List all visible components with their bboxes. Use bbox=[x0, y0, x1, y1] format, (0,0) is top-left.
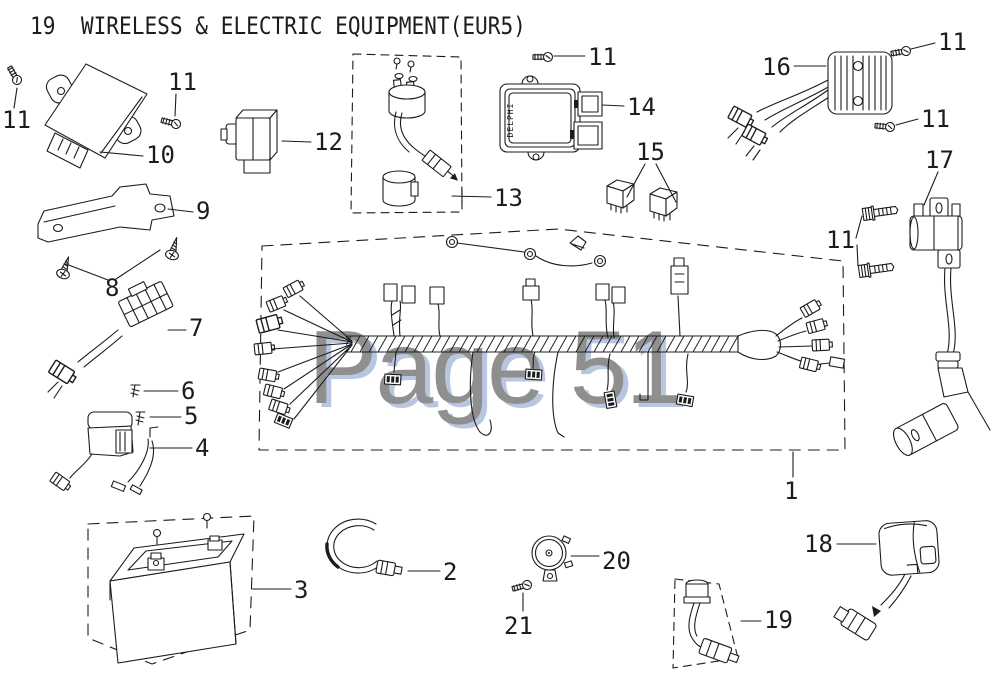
part-6-clip bbox=[130, 384, 179, 398]
part-15-relays bbox=[606, 163, 678, 222]
callout-19: 19 bbox=[764, 606, 793, 634]
part-11-screws bbox=[5, 42, 936, 133]
callout-18: 18 bbox=[804, 530, 833, 558]
part-21-screw bbox=[510, 578, 534, 612]
callout-labels: 1 2 3 4 5 6 7 8 9 10 11 11 11 11 11 11 1… bbox=[2, 28, 967, 640]
callout-7: 7 bbox=[189, 314, 203, 342]
callout-13: 13 bbox=[494, 184, 523, 212]
part-3-battery bbox=[87, 512, 292, 665]
callout-3: 3 bbox=[294, 576, 308, 604]
callout-12: 12 bbox=[314, 128, 343, 156]
page-title: 19 WIRELESS & ELECTRIC EQUIPMENT(EUR5) bbox=[30, 12, 526, 40]
callout-9: 9 bbox=[196, 197, 210, 225]
callout-11f: 11 bbox=[826, 226, 855, 254]
callout-10: 10 bbox=[146, 141, 175, 169]
part-9-bracket bbox=[37, 183, 194, 243]
ecu-brand-marking: DELPHI bbox=[506, 103, 515, 138]
part-19-sensor bbox=[672, 578, 762, 669]
callout-11d: 11 bbox=[938, 28, 967, 56]
callout-1: 1 bbox=[784, 477, 798, 505]
part-16-regulator bbox=[727, 51, 893, 161]
callout-11c: 11 bbox=[588, 43, 617, 71]
callout-2: 2 bbox=[443, 558, 457, 586]
callout-11a: 11 bbox=[2, 106, 31, 134]
part-12-relay bbox=[220, 109, 312, 174]
part-2-cable bbox=[325, 518, 441, 577]
part-4-flasher-unit bbox=[49, 411, 193, 496]
callout-4: 4 bbox=[195, 434, 209, 462]
callout-17: 17 bbox=[925, 146, 954, 174]
callout-20: 20 bbox=[602, 547, 631, 575]
part-14-ecu: DELPHI bbox=[499, 75, 625, 161]
part-5-clip bbox=[135, 411, 182, 426]
callout-21: 21 bbox=[504, 612, 533, 640]
part-7-connector bbox=[47, 281, 187, 399]
part-8-screws bbox=[54, 235, 184, 281]
callout-11b: 11 bbox=[168, 68, 197, 96]
page-watermark: Page 51 bbox=[308, 310, 683, 426]
callout-16: 16 bbox=[762, 53, 791, 81]
callout-14: 14 bbox=[627, 93, 656, 121]
part-13-ignition-switch bbox=[350, 53, 492, 214]
callout-15: 15 bbox=[636, 138, 665, 166]
part-17-ignition-coil bbox=[855, 171, 991, 456]
part-20-horn bbox=[531, 535, 600, 582]
callout-5: 5 bbox=[184, 402, 198, 430]
callout-8: 8 bbox=[105, 274, 119, 302]
part-1-wire-harness bbox=[253, 228, 846, 478]
callout-11e: 11 bbox=[921, 105, 950, 133]
callout-6: 6 bbox=[181, 377, 195, 405]
part-18-relay-unit bbox=[833, 520, 940, 641]
part-10-cdi-unit bbox=[44, 63, 148, 169]
